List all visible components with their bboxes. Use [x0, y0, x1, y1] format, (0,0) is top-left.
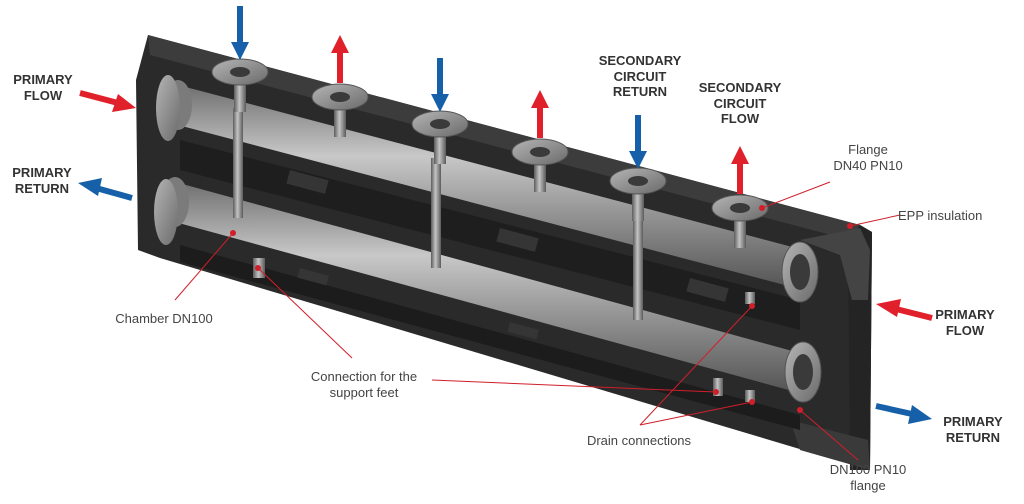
label-secondary-circuit-return: SECONDARY CIRCUIT RETURN	[590, 53, 690, 100]
label-line: DN40 PN10	[833, 157, 903, 173]
label-line: FLOW	[945, 322, 985, 338]
drain-stub-2	[745, 390, 755, 402]
label-line: FLOW	[720, 111, 760, 127]
return-arrow-icon	[431, 58, 449, 112]
label-line: Chamber DN100	[115, 311, 213, 326]
nozzle-bore	[730, 203, 750, 213]
label-line: EPP insulation	[898, 208, 983, 223]
nozzle-bore	[330, 92, 350, 102]
drain-stub-1	[713, 378, 723, 396]
primary-return-right-arrow	[875, 403, 932, 424]
arrow-head	[629, 151, 647, 169]
secondary-nozzle-1	[211, 6, 269, 112]
label-primary-flow-right: PRIMARY FLOW	[930, 307, 1000, 338]
label-line: FLOW	[23, 87, 63, 103]
label-chamber: Chamber DN100	[104, 311, 224, 327]
arrow-head	[531, 90, 549, 108]
label-line: support feet	[329, 384, 399, 400]
secondary-nozzle-6	[711, 146, 769, 248]
arrow-head	[231, 42, 249, 60]
label-drain-connections: Drain connections	[574, 433, 704, 449]
secondary-nozzle-4	[511, 90, 569, 192]
label-primary-flow-left: PRIMARY FLOW	[8, 72, 78, 103]
leader-dots	[230, 205, 853, 413]
label-primary-return-left: PRIMARY RETURN	[4, 165, 80, 196]
nozzle-bore	[530, 147, 550, 157]
nozzle-bore	[628, 176, 648, 186]
secondary-nozzle-5	[609, 115, 667, 221]
flow-arrow-icon	[531, 90, 549, 138]
primary-flow-right-arrow	[876, 299, 933, 321]
primary-flow-left-arrow	[79, 90, 136, 112]
flow-arrow-icon	[731, 146, 749, 194]
arrow-head	[431, 94, 449, 112]
label-dn100-flange: DN100 PN10 flange	[818, 462, 918, 493]
return-arrow-icon	[629, 115, 647, 169]
label-line: RETURN	[945, 429, 1001, 445]
label-flange-dn40: Flange DN40 PN10	[818, 142, 918, 173]
label-line: PRIMARY	[12, 165, 72, 180]
drain-stub-3	[745, 292, 755, 304]
label-secondary-circuit-flow: SECONDARY CIRCUIT FLOW	[690, 80, 790, 127]
label-line: flange	[850, 477, 886, 493]
label-line: PRIMARY	[935, 307, 995, 322]
label-line: DN100 PN10	[829, 462, 907, 477]
label-line: Drain connections	[586, 433, 692, 448]
leader-lines	[174, 181, 901, 461]
label-line: CIRCUIT	[713, 95, 767, 111]
label-line: PRIMARY	[13, 72, 73, 87]
vertical-connectors	[233, 108, 643, 320]
primary-return-left-arrow	[78, 178, 133, 201]
secondary-nozzle-2	[311, 35, 369, 137]
arrow-head	[731, 146, 749, 164]
label-support-feet: Connection for the support feet	[296, 369, 432, 400]
label-line: RETURN	[14, 180, 70, 196]
label-line: SECONDARY	[698, 80, 782, 95]
label-epp-insulation: EPP insulation	[898, 208, 1008, 224]
label-line: Connection for the	[310, 369, 418, 384]
left-end-flanges	[154, 75, 180, 245]
arrow-head	[331, 35, 349, 53]
label-line: SECONDARY	[598, 53, 682, 68]
label-line: CIRCUIT	[613, 68, 667, 84]
label-line: PRIMARY	[943, 414, 1003, 429]
label-primary-return-right: PRIMARY RETURN	[934, 414, 1012, 445]
nozzle-bore	[230, 67, 250, 77]
flow-arrow-icon	[331, 35, 349, 83]
nozzle-bore	[430, 119, 450, 129]
return-arrow-icon	[231, 6, 249, 60]
label-line: RETURN	[612, 84, 668, 100]
secondary-nozzle-3	[411, 58, 469, 164]
label-line: Flange	[848, 142, 888, 157]
